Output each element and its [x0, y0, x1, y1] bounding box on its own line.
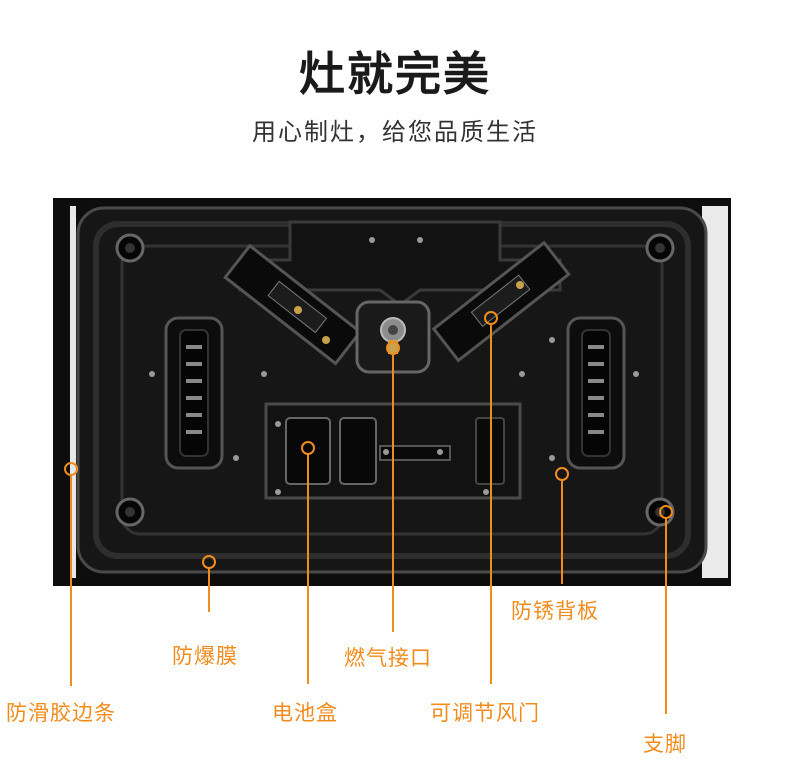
- label-air-damper: 可调节风门: [430, 701, 540, 725]
- label-foot: 支脚: [643, 732, 687, 756]
- label-explosion-film: 防爆膜: [172, 644, 238, 668]
- edge-strip-band: [70, 206, 76, 578]
- page-subtitle: 用心制灶，给您品质生活: [252, 118, 538, 146]
- page-title: 灶就完美: [299, 47, 491, 101]
- label-gas-inlet: 燃气接口: [344, 646, 432, 670]
- label-battery-box: 电池盒: [272, 701, 338, 725]
- burner-tube-left: [223, 243, 363, 366]
- vent-right: [566, 316, 626, 470]
- label-rust-plate: 防锈背板: [511, 599, 599, 623]
- label-edge-strip: 防滑胶边条: [6, 701, 116, 725]
- vent-left: [164, 316, 224, 470]
